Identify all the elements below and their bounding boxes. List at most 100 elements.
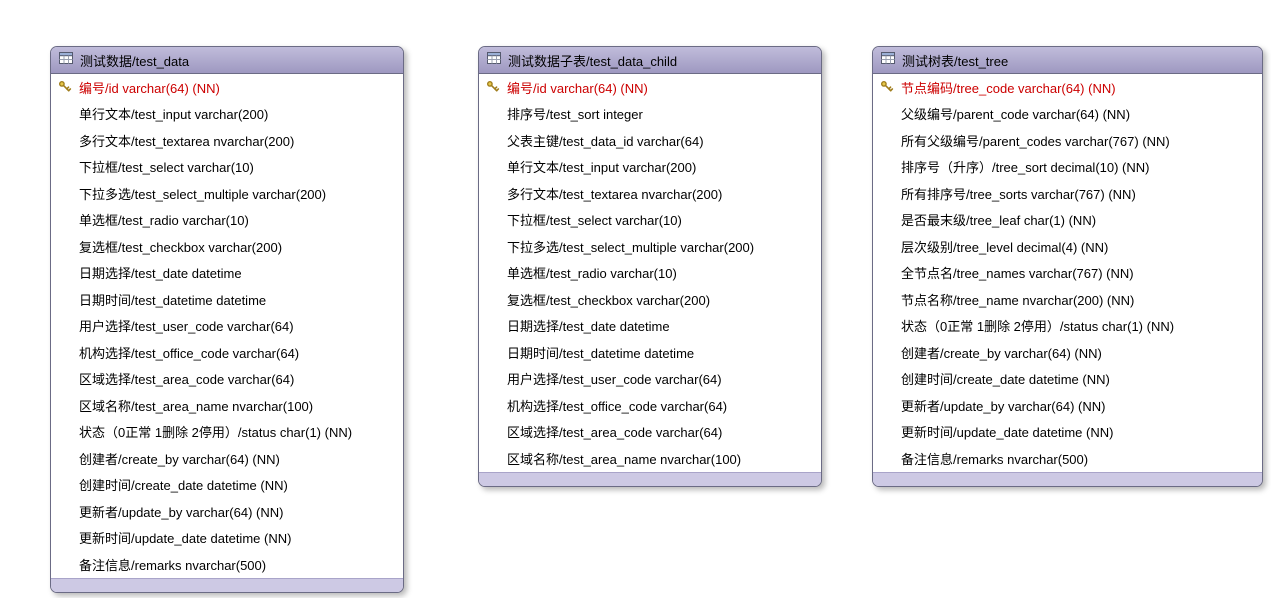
field-label: 排序号（升序）/tree_sort decimal(10) (NN) bbox=[901, 160, 1150, 176]
field-row[interactable]: 日期时间/test_datetime datetime bbox=[51, 286, 403, 313]
field-row[interactable]: 下拉多选/test_select_multiple varchar(200) bbox=[51, 180, 403, 207]
field-row[interactable]: 是否最末级/tree_leaf char(1) (NN) bbox=[873, 207, 1262, 234]
field-row[interactable]: 父表主键/test_data_id varchar(64) bbox=[479, 127, 821, 154]
table-card-header[interactable]: 测试数据/test_data bbox=[51, 47, 403, 74]
table-card-test_data_child[interactable]: 测试数据子表/test_data_child 编号/id varchar(64)… bbox=[478, 46, 822, 487]
field-row[interactable]: 用户选择/test_user_code varchar(64) bbox=[479, 366, 821, 393]
field-row[interactable]: 排序号/test_sort integer bbox=[479, 101, 821, 128]
field-row[interactable]: 更新时间/update_date datetime (NN) bbox=[873, 419, 1262, 446]
field-row[interactable]: 更新者/update_by varchar(64) (NN) bbox=[873, 392, 1262, 419]
field-label: 所有父级编号/parent_codes varchar(767) (NN) bbox=[901, 133, 1170, 149]
table-icon bbox=[59, 51, 73, 69]
field-label: 节点编码/tree_code varchar(64) (NN) bbox=[901, 80, 1116, 96]
field-row[interactable]: 日期时间/test_datetime datetime bbox=[479, 339, 821, 366]
field-label: 是否最末级/tree_leaf char(1) (NN) bbox=[901, 213, 1097, 229]
field-row[interactable]: 单选框/test_radio varchar(10) bbox=[51, 207, 403, 234]
field-row[interactable]: 区域选择/test_area_code varchar(64) bbox=[479, 419, 821, 446]
field-row[interactable]: 复选框/test_checkbox varchar(200) bbox=[479, 286, 821, 313]
field-label: 编号/id varchar(64) (NN) bbox=[79, 80, 220, 96]
table-card-header[interactable]: 测试树表/test_tree bbox=[873, 47, 1262, 74]
field-row[interactable]: 下拉框/test_select varchar(10) bbox=[479, 207, 821, 234]
field-row[interactable]: 区域名称/test_area_name nvarchar(100) bbox=[51, 392, 403, 419]
field-label: 备注信息/remarks nvarchar(500) bbox=[79, 557, 267, 573]
field-row[interactable]: 日期选择/test_date datetime bbox=[479, 313, 821, 340]
field-row[interactable]: 层次级别/tree_level decimal(4) (NN) bbox=[873, 233, 1262, 260]
field-list: 编号/id varchar(64) (NN) 单行文本/test_input va… bbox=[51, 74, 403, 578]
field-label: 更新时间/update_date datetime (NN) bbox=[79, 531, 292, 547]
field-list: 节点编码/tree_code varchar(64) (NN) 父级编号/pare… bbox=[873, 74, 1262, 472]
field-label: 状态（0正常 1删除 2停用）/status char(1) (NN) bbox=[901, 319, 1175, 335]
field-row[interactable]: 创建时间/create_date datetime (NN) bbox=[873, 366, 1262, 393]
table-icon bbox=[881, 51, 895, 69]
field-row[interactable]: 排序号（升序）/tree_sort decimal(10) (NN) bbox=[873, 154, 1262, 181]
field-row[interactable]: 单选框/test_radio varchar(10) bbox=[479, 260, 821, 287]
field-label: 区域名称/test_area_name nvarchar(100) bbox=[79, 398, 314, 414]
field-label: 复选框/test_checkbox varchar(200) bbox=[79, 239, 283, 255]
field-row[interactable]: 状态（0正常 1删除 2停用）/status char(1) (NN) bbox=[873, 313, 1262, 340]
field-row-primary-key[interactable]: 编号/id varchar(64) (NN) bbox=[51, 74, 403, 101]
table-card-footer bbox=[479, 471, 821, 486]
field-row[interactable]: 创建者/create_by varchar(64) (NN) bbox=[51, 445, 403, 472]
field-label: 备注信息/remarks nvarchar(500) bbox=[901, 451, 1089, 467]
field-row[interactable]: 状态（0正常 1删除 2停用）/status char(1) (NN) bbox=[51, 419, 403, 446]
field-row[interactable]: 父级编号/parent_code varchar(64) (NN) bbox=[873, 101, 1262, 128]
field-list: 编号/id varchar(64) (NN) 排序号/test_sort inte… bbox=[479, 74, 821, 472]
field-row[interactable]: 所有排序号/tree_sorts varchar(767) (NN) bbox=[873, 180, 1262, 207]
field-label: 更新者/update_by varchar(64) (NN) bbox=[901, 398, 1106, 414]
field-label: 状态（0正常 1删除 2停用）/status char(1) (NN) bbox=[79, 425, 353, 441]
table-card-header[interactable]: 测试数据子表/test_data_child bbox=[479, 47, 821, 74]
field-row[interactable]: 多行文本/test_textarea nvarchar(200) bbox=[51, 127, 403, 154]
field-row[interactable]: 区域选择/test_area_code varchar(64) bbox=[51, 366, 403, 393]
field-label: 层次级别/tree_level decimal(4) (NN) bbox=[901, 239, 1109, 255]
field-label: 更新者/update_by varchar(64) (NN) bbox=[79, 504, 284, 520]
field-label: 下拉框/test_select varchar(10) bbox=[79, 160, 254, 176]
field-row[interactable]: 单行文本/test_input varchar(200) bbox=[51, 101, 403, 128]
field-label: 多行文本/test_textarea nvarchar(200) bbox=[79, 133, 295, 149]
field-label: 单选框/test_radio varchar(10) bbox=[79, 213, 249, 229]
field-label: 机构选择/test_office_code varchar(64) bbox=[507, 398, 728, 414]
field-row-primary-key[interactable]: 节点编码/tree_code varchar(64) (NN) bbox=[873, 74, 1262, 101]
field-row[interactable]: 所有父级编号/parent_codes varchar(767) (NN) bbox=[873, 127, 1262, 154]
field-row[interactable]: 备注信息/remarks nvarchar(500) bbox=[873, 445, 1262, 472]
field-label: 父级编号/parent_code varchar(64) (NN) bbox=[901, 107, 1131, 123]
field-row-primary-key[interactable]: 编号/id varchar(64) (NN) bbox=[479, 74, 821, 101]
field-label: 创建者/create_by varchar(64) (NN) bbox=[901, 345, 1102, 361]
table-title: 测试数据/test_data bbox=[80, 53, 190, 69]
field-label: 更新时间/update_date datetime (NN) bbox=[901, 425, 1114, 441]
table-card-test_data[interactable]: 测试数据/test_data 编号/id varchar(64) (NN) 单行文… bbox=[50, 46, 404, 593]
key-icon bbox=[51, 79, 79, 95]
field-label: 下拉多选/test_select_multiple varchar(200) bbox=[507, 239, 755, 255]
field-row[interactable]: 更新者/update_by varchar(64) (NN) bbox=[51, 498, 403, 525]
field-label: 节点名称/tree_name nvarchar(200) (NN) bbox=[901, 292, 1135, 308]
field-label: 日期时间/test_datetime datetime bbox=[79, 292, 267, 308]
field-row[interactable]: 单行文本/test_input varchar(200) bbox=[479, 154, 821, 181]
field-label: 下拉多选/test_select_multiple varchar(200) bbox=[79, 186, 327, 202]
field-row[interactable]: 创建时间/create_date datetime (NN) bbox=[51, 472, 403, 499]
field-row[interactable]: 复选框/test_checkbox varchar(200) bbox=[51, 233, 403, 260]
field-label: 创建者/create_by varchar(64) (NN) bbox=[79, 451, 280, 467]
field-label: 多行文本/test_textarea nvarchar(200) bbox=[507, 186, 723, 202]
field-label: 区域选择/test_area_code varchar(64) bbox=[507, 425, 723, 441]
field-row[interactable]: 下拉框/test_select varchar(10) bbox=[51, 154, 403, 181]
field-row[interactable]: 节点名称/tree_name nvarchar(200) (NN) bbox=[873, 286, 1262, 313]
field-row[interactable]: 多行文本/test_textarea nvarchar(200) bbox=[479, 180, 821, 207]
field-label: 排序号/test_sort integer bbox=[507, 107, 643, 123]
field-label: 用户选择/test_user_code varchar(64) bbox=[79, 319, 294, 335]
table-card-test_tree[interactable]: 测试树表/test_tree 节点编码/tree_code varchar(64… bbox=[872, 46, 1263, 487]
table-card-footer bbox=[873, 471, 1262, 486]
field-label: 用户选择/test_user_code varchar(64) bbox=[507, 372, 722, 388]
field-label: 创建时间/create_date datetime (NN) bbox=[901, 372, 1110, 388]
field-row[interactable]: 机构选择/test_office_code varchar(64) bbox=[51, 339, 403, 366]
field-row[interactable]: 更新时间/update_date datetime (NN) bbox=[51, 525, 403, 552]
field-row[interactable]: 创建者/create_by varchar(64) (NN) bbox=[873, 339, 1262, 366]
field-row[interactable]: 日期选择/test_date datetime bbox=[51, 260, 403, 287]
field-row[interactable]: 下拉多选/test_select_multiple varchar(200) bbox=[479, 233, 821, 260]
table-title: 测试数据子表/test_data_child bbox=[508, 53, 678, 69]
field-row[interactable]: 备注信息/remarks nvarchar(500) bbox=[51, 551, 403, 578]
field-row[interactable]: 全节点名/tree_names varchar(767) (NN) bbox=[873, 260, 1262, 287]
field-row[interactable]: 机构选择/test_office_code varchar(64) bbox=[479, 392, 821, 419]
field-row[interactable]: 区域名称/test_area_name nvarchar(100) bbox=[479, 445, 821, 472]
field-label: 日期选择/test_date datetime bbox=[507, 319, 670, 335]
field-row[interactable]: 用户选择/test_user_code varchar(64) bbox=[51, 313, 403, 340]
